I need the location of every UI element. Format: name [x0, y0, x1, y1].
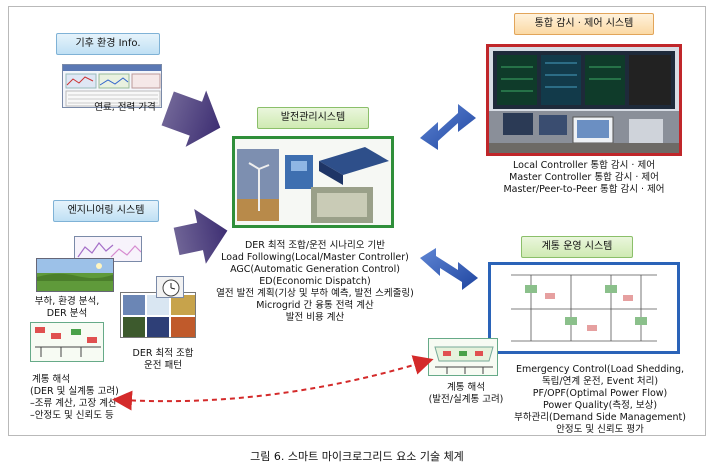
engineering-analysis-label-line2: DER 분석 — [46, 308, 88, 319]
grid-analysis-left-line3: –조류 계산, 고장 계산 — [30, 398, 117, 409]
grid-analysis-image-right — [428, 338, 498, 376]
grid-ops-line1: Emergency Control(Load Shedding, — [515, 364, 685, 375]
landscape-photo — [36, 258, 114, 292]
monitoring-panel — [486, 44, 682, 156]
power-mgmt-line3: AGC(Automatic Generation Control) — [230, 264, 400, 275]
figure-caption: 그림 6. 스마트 마이크로그리드 요소 기술 체계 — [250, 450, 464, 463]
clock-icon-image — [156, 276, 184, 298]
power-management-title: 발전관리시스템 — [257, 107, 369, 129]
power-management-panel — [232, 136, 394, 228]
power-mgmt-line2: Load Following(Local/Master Controller) — [221, 252, 409, 263]
grid-analysis-left-line2: (DER 및 실계통 고려) — [30, 386, 119, 397]
power-mgmt-line4: ED(Economic Dispatch) — [259, 276, 371, 287]
weather-info-title: 기후 환경 Info. — [56, 33, 160, 55]
monitoring-system-title: 통합 감시 · 제어 시스템 — [514, 13, 654, 35]
weather-info-label: 연료, 전력 가격 — [94, 102, 156, 113]
grid-ops-line3: PF/OPF(Optimal Power Flow) — [532, 388, 668, 399]
monitoring-line1: Local Controller 통합 감시 · 제어 — [513, 160, 655, 171]
weather-dashboard-image — [62, 64, 162, 108]
monitoring-line3: Master/Peer-to-Peer 통합 감시 · 제어 — [503, 184, 665, 195]
grid-analysis-image-left — [30, 322, 104, 362]
monitoring-line2: Master Controller 통합 감시 · 제어 — [509, 172, 659, 183]
power-mgmt-line1: DER 최적 조합/운전 시나리오 기반 — [244, 240, 386, 251]
power-mgmt-line5: 열전 발전 계획(기상 및 부하 예측, 발전 스케줄링) — [216, 288, 414, 299]
power-mgmt-line7: 발전 비용 계산 — [285, 312, 345, 323]
der-pattern-label-line1: DER 최적 조합 — [132, 348, 194, 359]
grid-analysis-right-line2: (발전/실계통 고려) — [428, 394, 504, 405]
grid-ops-line4: Power Quality(측정, 보상) — [542, 400, 658, 411]
grid-ops-line2: 독립/연계 운전, Event 처리) — [541, 376, 659, 387]
engineering-chart-image — [74, 236, 142, 262]
grid-analysis-right-line1: 계통 해석 — [447, 382, 485, 393]
power-mgmt-line6: Microgrid 간 융통 전력 계산 — [256, 300, 374, 311]
grid-ops-line5: 부하관리(Demand Side Management) — [514, 412, 686, 423]
grid-analysis-left-line4: –안정도 및 신뢰도 등 — [30, 410, 114, 421]
engineering-analysis-label-line1: 부하, 환경 분석, — [34, 296, 100, 307]
grid-ops-line6: 안정도 및 신뢰도 평가 — [556, 424, 644, 435]
engineering-system-title: 엔지니어링 시스템 — [53, 200, 159, 222]
grid-ops-title: 계통 운영 시스템 — [521, 236, 633, 258]
grid-analysis-left-line1: 계통 해석 — [32, 374, 70, 385]
grid-ops-panel — [488, 262, 680, 354]
der-pattern-image — [120, 292, 196, 338]
der-pattern-label-line2: 운전 패턴 — [144, 360, 182, 371]
